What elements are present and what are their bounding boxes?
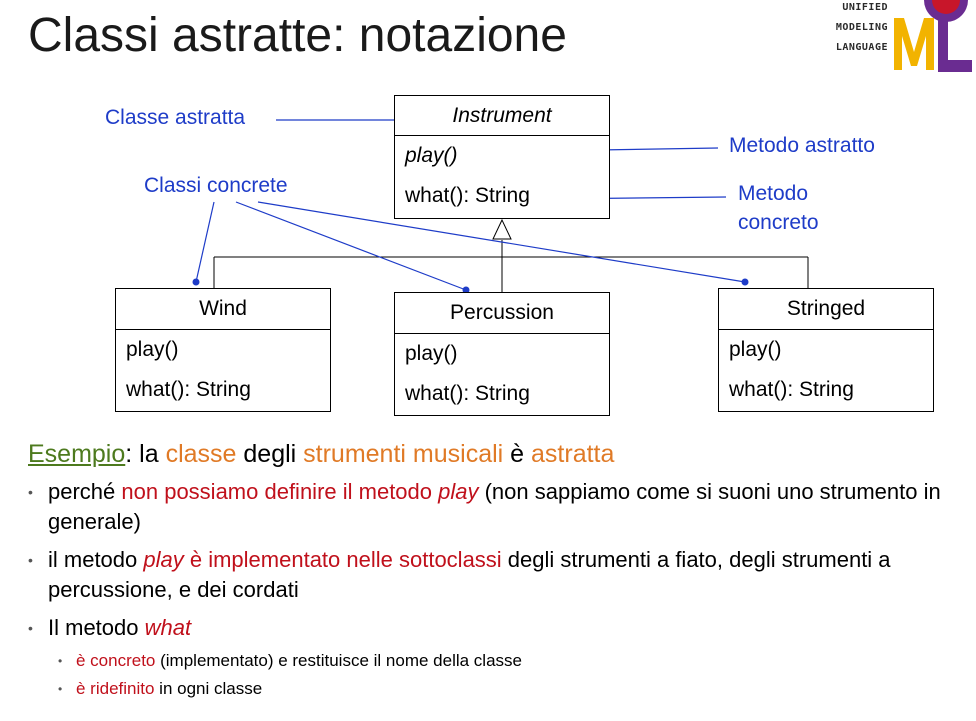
example-heading: Esempio: la classe degli strumenti music…: [28, 440, 958, 469]
example-text-1: : la: [125, 440, 166, 468]
annotation-metodo-astratto: Metodo astratto: [729, 134, 875, 157]
method-abstract-play: play(): [405, 144, 458, 167]
class-name-wind: Wind: [116, 289, 330, 330]
pointer-dot-percussion: [462, 286, 470, 294]
class-percussion: Percussion play() what(): String: [394, 292, 610, 416]
method-concrete-what: what(): String: [405, 184, 530, 207]
bullet-perche: perché non possiamo definire il metodo p…: [28, 477, 958, 537]
method-stringed-what: what(): String: [729, 378, 854, 401]
class-wind: Wind play() what(): String: [115, 288, 331, 412]
method-wind-play: play(): [126, 338, 179, 361]
method-percussion-play: play(): [405, 342, 458, 365]
annotation-metodo-concreto-line2: concreto: [738, 211, 819, 234]
pointer-dot-wind: [192, 278, 200, 286]
example-label: Esempio: [28, 440, 126, 468]
pointer-concrete-wind: [195, 201, 215, 283]
class-name-stringed: Stringed: [719, 289, 933, 330]
bullet-metodo-what: Il metodo what: [28, 613, 958, 643]
slide-body: Esempio: la classe degli strumenti music…: [28, 440, 958, 703]
sub-bullet-ridefinito: è ridefinito in ogni classe: [28, 675, 958, 703]
pointer-concrete-percussion: [235, 201, 467, 291]
class-stringed: Stringed play() what(): String: [718, 288, 934, 412]
annotation-classe-astratta: Classe astratta: [105, 106, 246, 129]
sub-bullet-concreto: è concreto (implementato) e restituisce …: [28, 647, 958, 675]
uml-logo-mark-icon: [894, 0, 972, 72]
logo-line-modeling: MODELING: [835, 22, 888, 33]
logo-line-language: LANGUAGE: [835, 42, 888, 53]
example-text-classe: classe: [165, 440, 237, 468]
logo-line-unified: UNIFIED: [842, 2, 888, 13]
class-name-percussion: Percussion: [395, 293, 609, 334]
example-text-astratta: astratta: [531, 440, 615, 468]
method-percussion-what: what(): String: [405, 382, 530, 405]
diagram-connectors: [192, 116, 809, 294]
method-wind-what: what(): String: [126, 378, 251, 401]
method-stringed-play: play(): [729, 338, 782, 361]
class-instrument: Instrument play() what(): String: [394, 95, 610, 219]
bullet-metodo-play: il metodo play è implementato nelle sott…: [28, 545, 958, 605]
generalization-arrow-icon: [492, 218, 512, 240]
example-text-3: è: [503, 440, 532, 468]
uml-logo: UNIFIED MODELING LANGUAGE: [826, 0, 976, 80]
pointer-dot-stringed: [741, 278, 749, 286]
slide-title: Classi astratte: notazione: [28, 9, 567, 62]
annotation-classi-concrete: Classi concrete: [144, 174, 288, 197]
example-text-strumenti: strumenti musicali: [303, 440, 504, 468]
annotation-metodo-concreto-line1: Metodo: [738, 182, 809, 205]
example-text-2: degli: [236, 440, 304, 468]
pointer-concrete-stringed: [257, 201, 746, 283]
class-name-instrument: Instrument: [395, 96, 609, 136]
